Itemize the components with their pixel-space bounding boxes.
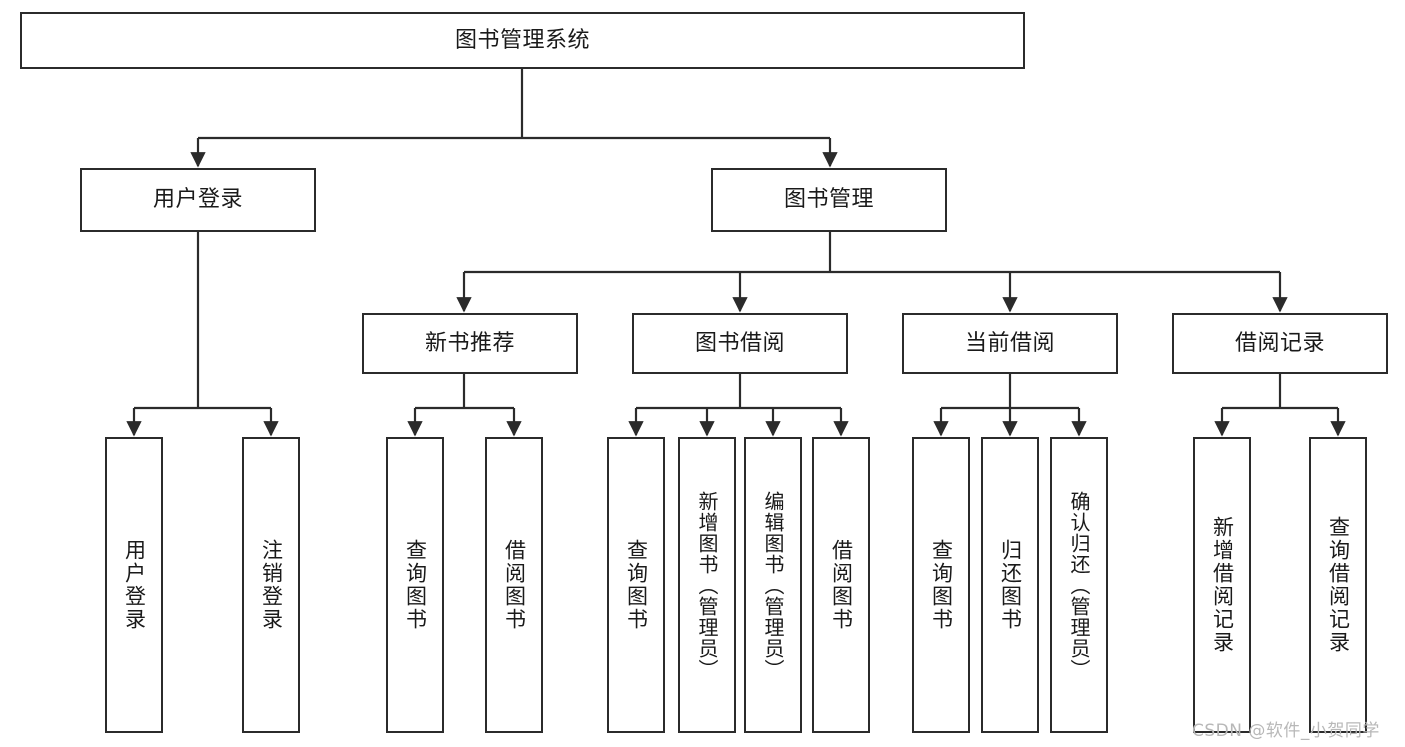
node-leaf-borrow-book-1-label: 借阅图书 — [502, 539, 527, 631]
node-leaf-query-book-3[interactable]: 查询图书 — [912, 437, 970, 733]
node-leaf-user-logout-label: 注销登录 — [259, 539, 284, 631]
node-leaf-add-book-label: 新增图书（管理员） — [695, 490, 719, 680]
node-leaf-return-book[interactable]: 归还图书 — [981, 437, 1039, 733]
node-leaf-query-book-2-label: 查询图书 — [624, 539, 649, 631]
node-leaf-return-book-label: 归还图书 — [998, 539, 1023, 631]
node-leaf-query-record-label: 查询借阅记录 — [1326, 516, 1351, 654]
node-user-login-label: 用户登录 — [152, 187, 243, 213]
node-new-book-recommend[interactable]: 新书推荐 — [362, 313, 578, 374]
node-book-management[interactable]: 图书管理 — [711, 168, 947, 232]
node-book-management-label: 图书管理 — [783, 187, 874, 213]
node-leaf-edit-book-label: 编辑图书（管理员） — [761, 490, 785, 680]
csdn-watermark: CSDN @软件_小贺同学 — [1192, 721, 1380, 741]
node-leaf-borrow-book-2[interactable]: 借阅图书 — [812, 437, 870, 733]
node-borrow-record-label: 借阅记录 — [1234, 330, 1325, 356]
node-leaf-query-record[interactable]: 查询借阅记录 — [1309, 437, 1367, 733]
node-book-borrow-label: 图书借阅 — [694, 330, 785, 356]
node-leaf-query-book-1[interactable]: 查询图书 — [386, 437, 444, 733]
node-leaf-borrow-book-2-label: 借阅图书 — [829, 539, 854, 631]
node-book-borrow[interactable]: 图书借阅 — [632, 313, 848, 374]
node-leaf-confirm-return-label: 确认归还（管理员） — [1067, 490, 1091, 680]
node-leaf-add-book[interactable]: 新增图书（管理员） — [678, 437, 736, 733]
node-leaf-user-logout[interactable]: 注销登录 — [242, 437, 300, 733]
node-leaf-query-book-2[interactable]: 查询图书 — [607, 437, 665, 733]
node-leaf-user-login[interactable]: 用户登录 — [105, 437, 163, 733]
node-root-label: 图书管理系统 — [454, 27, 590, 53]
node-leaf-add-record[interactable]: 新增借阅记录 — [1193, 437, 1251, 733]
node-leaf-user-login-label: 用户登录 — [122, 539, 147, 631]
node-leaf-edit-book[interactable]: 编辑图书（管理员） — [744, 437, 802, 733]
node-current-borrow[interactable]: 当前借阅 — [902, 313, 1118, 374]
node-leaf-borrow-book-1[interactable]: 借阅图书 — [485, 437, 543, 733]
node-current-borrow-label: 当前借阅 — [964, 330, 1055, 356]
node-leaf-add-record-label: 新增借阅记录 — [1210, 516, 1235, 654]
node-leaf-query-book-1-label: 查询图书 — [403, 539, 428, 631]
node-leaf-query-book-3-label: 查询图书 — [929, 539, 954, 631]
node-leaf-confirm-return[interactable]: 确认归还（管理员） — [1050, 437, 1108, 733]
node-root[interactable]: 图书管理系统 — [20, 12, 1025, 69]
node-borrow-record[interactable]: 借阅记录 — [1172, 313, 1388, 374]
node-new-book-recommend-label: 新书推荐 — [424, 330, 515, 356]
node-user-login[interactable]: 用户登录 — [80, 168, 316, 232]
